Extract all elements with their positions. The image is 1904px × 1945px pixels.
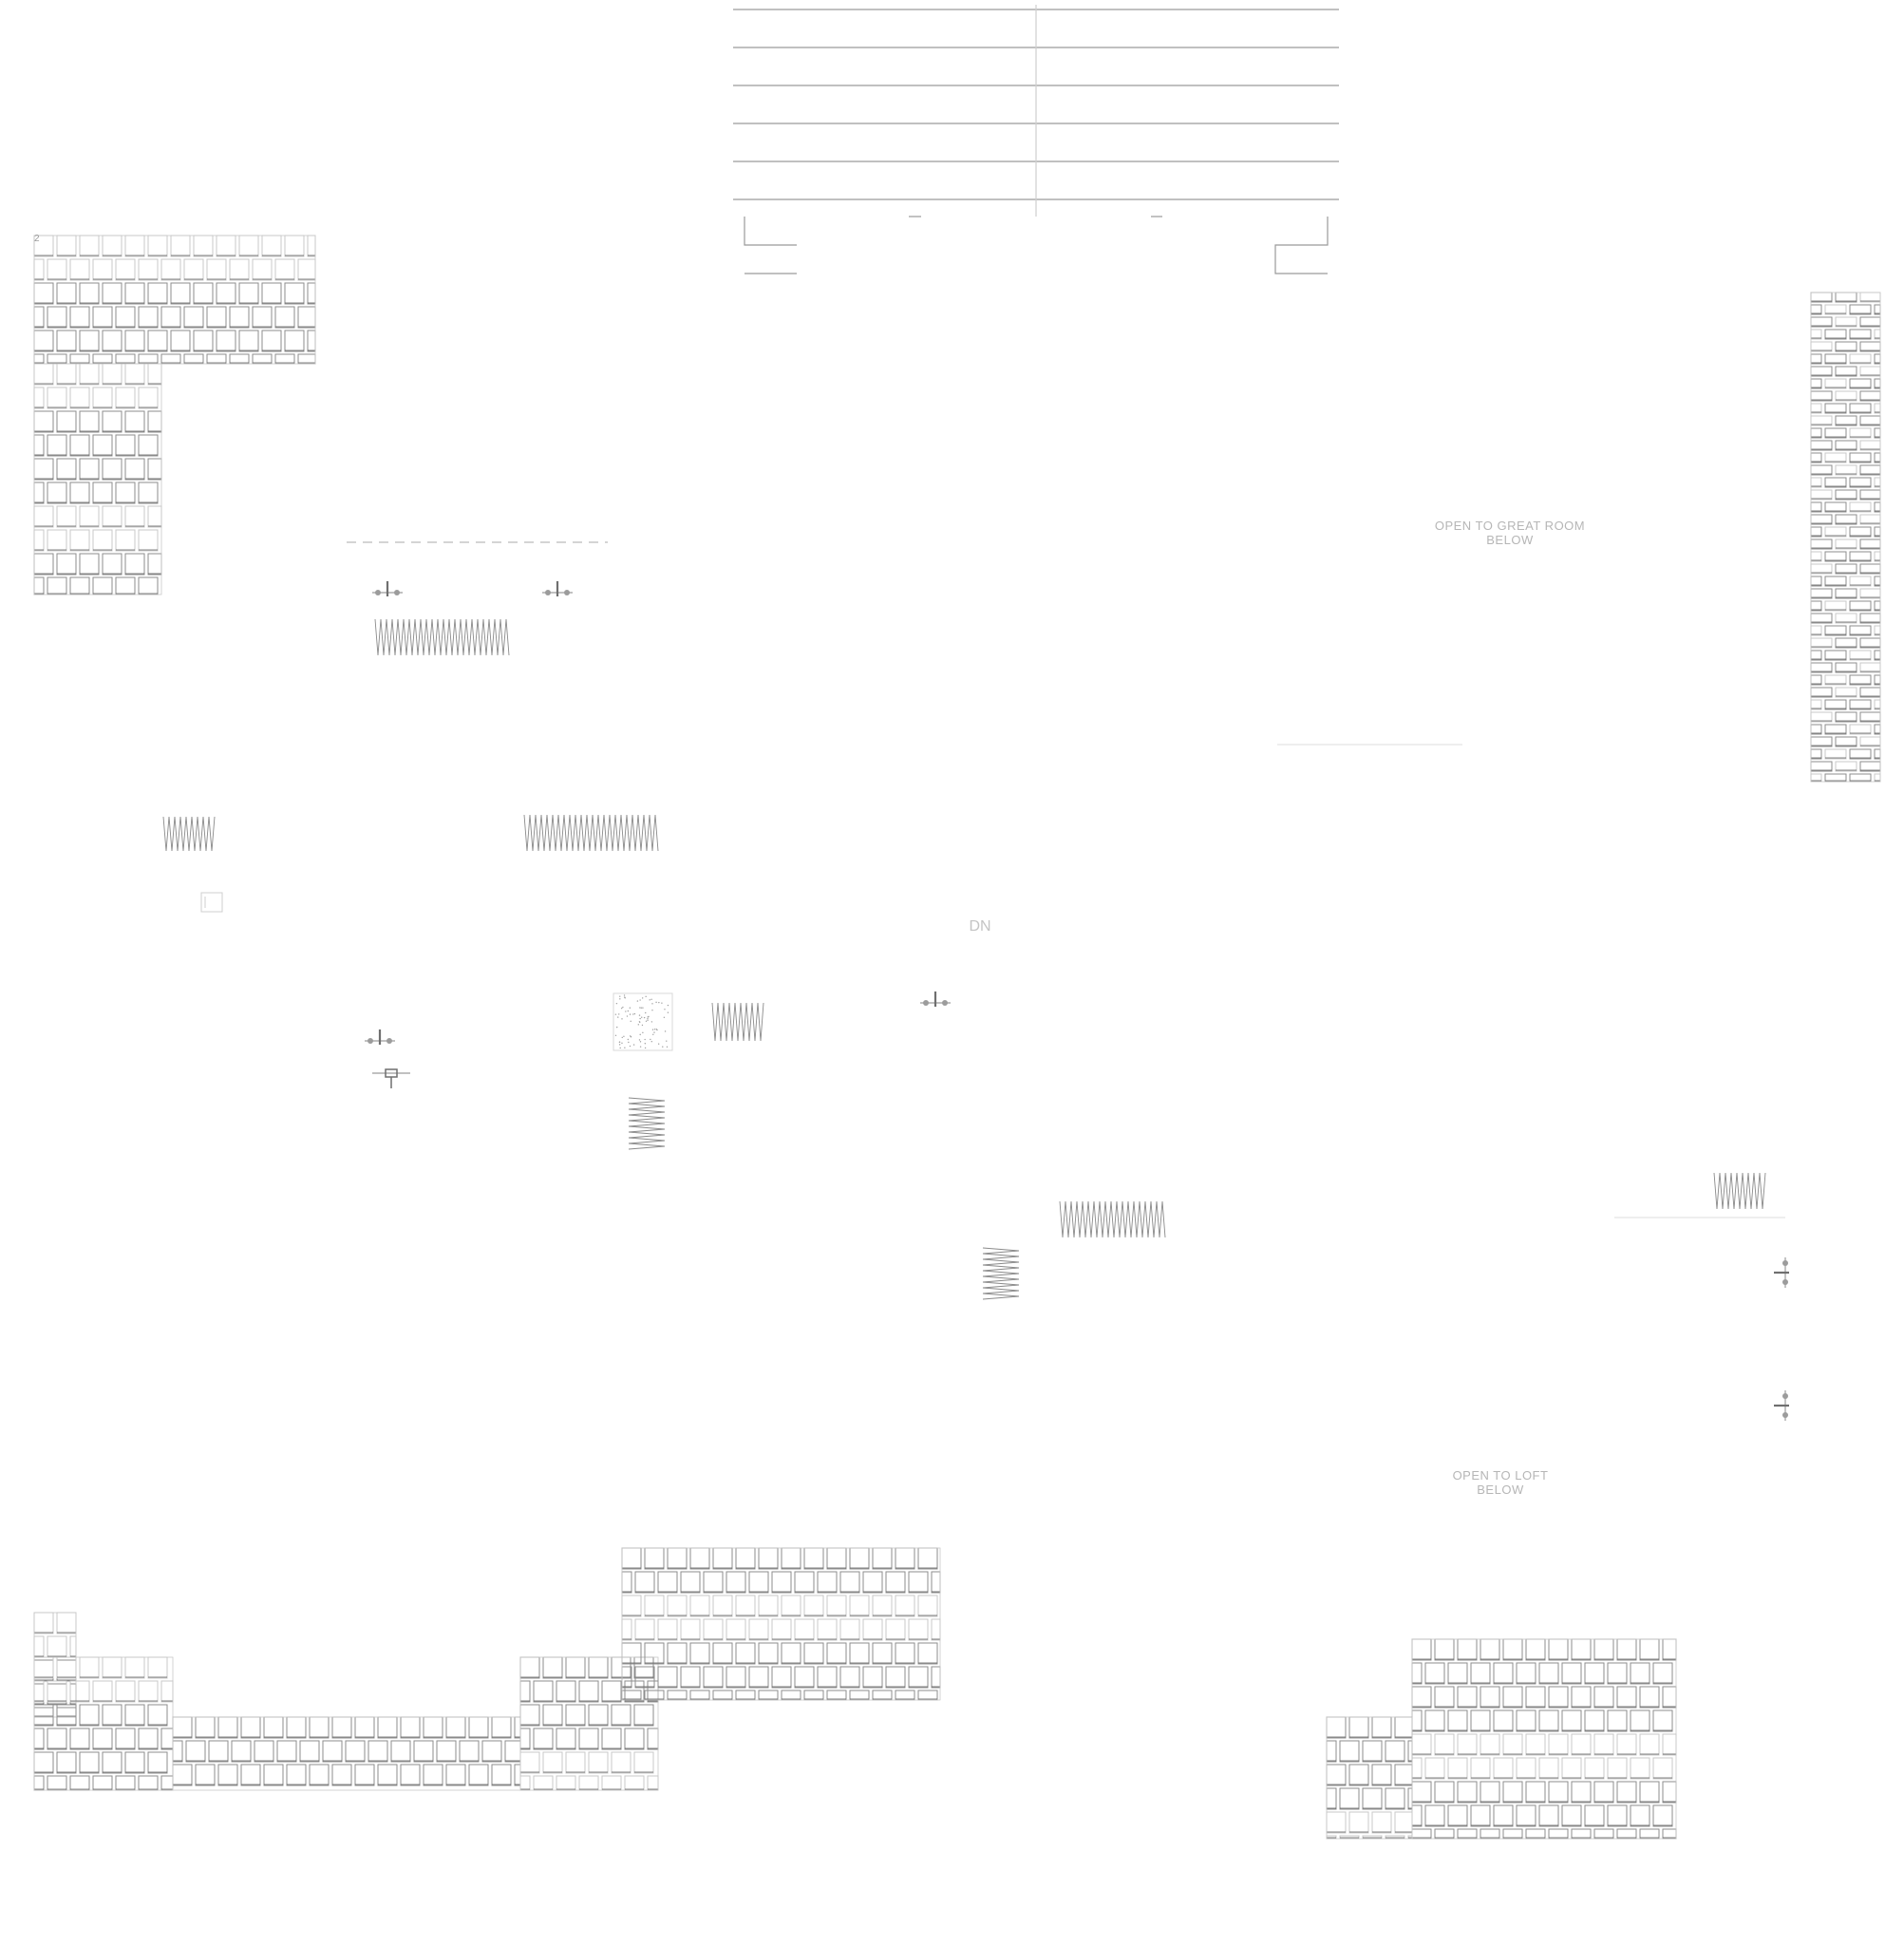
fixtures (365, 581, 1789, 1421)
plumbing-fixture-icon-2 (542, 581, 573, 596)
masonry-top-left-upper (33, 235, 316, 365)
plumbing-fixture-icon-4 (365, 1029, 395, 1045)
plumbing-fixture-icon-1 (372, 581, 403, 596)
masonry-top-left-lower (33, 363, 162, 595)
label-open-to-2-1: OPEN TO LOFT (1453, 1468, 1549, 1482)
hatch-right (1713, 1172, 1766, 1210)
plumbing-fixture-icon-3 (920, 991, 951, 1007)
top-wall-frame (733, 5, 1339, 274)
stipple-patch (613, 992, 673, 1051)
hatch-patches (162, 618, 1766, 1300)
corner-mark: 2 (34, 234, 40, 244)
down-mark: DN (969, 918, 990, 935)
hatch-small-center (711, 1002, 764, 1042)
hatch-vertical-center (628, 1097, 666, 1150)
hatch-center (1059, 1200, 1166, 1238)
masonry-bottom-strip (172, 1716, 521, 1791)
hatch-upper-left (374, 618, 510, 656)
hatch-center-left (523, 814, 659, 852)
label-open-great-room-1: OPEN TO GREAT ROOM (1435, 519, 1585, 533)
label-open-to-2-2: BELOW (1477, 1482, 1524, 1497)
masonry-bottom-right-left (1326, 1716, 1413, 1840)
masonry-regions (33, 235, 1881, 1840)
plumbing-fixture-icon-5 (1774, 1257, 1789, 1288)
small-square-symbol (200, 892, 223, 913)
masonry-bottom-mid-b (519, 1656, 659, 1791)
masonry-bottom-right-upper (1411, 1638, 1677, 1840)
masonry-bottom-left-a (33, 1656, 174, 1791)
label-open-great-room-2: BELOW (1486, 533, 1534, 547)
hatch-vertical-mid (982, 1247, 1020, 1300)
plumbing-fixture-icon-6 (1774, 1390, 1789, 1421)
masonry-right-column (1810, 292, 1881, 783)
hatch-left (162, 816, 216, 852)
sink-fixture-icon (372, 1068, 410, 1088)
masonry-bottom-center-upper (621, 1547, 941, 1701)
